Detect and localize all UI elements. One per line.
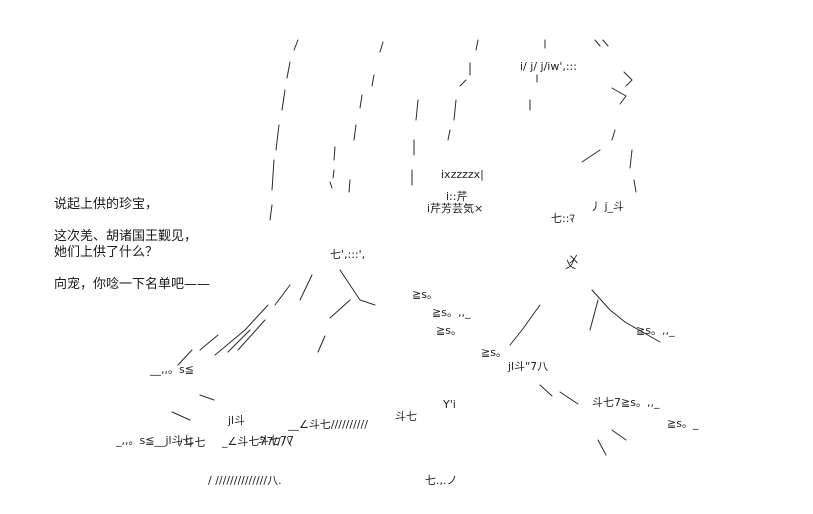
narration-line-1: 说起上供的珍宝，	[54, 197, 159, 212]
ascii-fragment: 斗七	[395, 410, 417, 423]
ascii-hair-strand	[611, 71, 633, 105]
ascii-cape-line	[317, 299, 351, 353]
ascii-fragment: _,,。s≦__jl斗七	[115, 434, 194, 447]
ascii-fragment: ≧s。	[436, 324, 462, 337]
ascii-hair-strand	[581, 129, 637, 193]
ascii-fragment: 七.,.ノ	[425, 474, 458, 487]
ascii-hair-strand	[411, 99, 419, 186]
ascii-fragment: ㄨ	[568, 253, 579, 266]
ascii-hair-strand	[329, 146, 336, 189]
ascii-fragment: 丿 j_斗	[590, 200, 624, 213]
ascii-fragment: ≧s。	[481, 346, 507, 359]
ascii-fragment: i/ j/ j/iw',:::	[520, 60, 577, 73]
ascii-fragment: i::芹	[446, 190, 467, 203]
ascii-cape-line	[177, 334, 219, 366]
ascii-fragment: jl斗	[227, 414, 245, 427]
ascii-hair-strand	[529, 39, 546, 111]
ascii-fragment: _∠斗七77//八	[221, 435, 292, 448]
ascii-fragment: ≧s。	[412, 288, 438, 301]
ascii-cape-line	[597, 429, 627, 456]
ascii-fragment: __,,。s≦	[149, 363, 194, 376]
ascii-art-glyphs: i/ j/ j/iw',::: ≧s。 斗七 jl斗 斗七77 七::ﾏ i芹芳…	[115, 60, 699, 487]
ascii-hair-strand	[348, 41, 384, 193]
ascii-cape-line	[591, 289, 661, 343]
ascii-fragment: 七',:::',	[330, 248, 365, 261]
ascii-fragment: Y'i	[442, 398, 456, 411]
ascii-art-strokes	[171, 39, 661, 456]
ascii-fragment: 斗七77	[258, 434, 294, 447]
ascii-cape-line	[274, 269, 376, 306]
ascii-hair-strand	[447, 39, 479, 141]
ascii-fragment: ixzzzzx|	[441, 168, 484, 181]
ascii-hair-strand	[269, 39, 299, 221]
ascii-cape-line	[509, 299, 599, 346]
ascii-hair-strand	[594, 39, 609, 47]
ascii-fragment: __∠斗七//////////	[287, 418, 368, 431]
narration-line-4: 向宠，你唸一下名单吧——	[54, 277, 211, 292]
ascii-fragment: ﾉ斗七	[178, 436, 206, 449]
ascii-fragment: / //////////////八.	[208, 474, 282, 487]
ascii-cape-line	[171, 394, 215, 421]
ascii-fragment: 七::ﾏ	[551, 212, 575, 225]
narration-line-2: 这次羌、胡诸国王觐见，	[54, 229, 198, 244]
ascii-fragment: ≧s。,,_	[432, 306, 471, 319]
ascii-cape-line	[214, 304, 269, 356]
ascii-fragment: jl斗"7八	[507, 360, 548, 373]
narration-line-3: 她们上供了什么？	[54, 245, 159, 260]
ascii-fragment: 斗七7≧s。,,_	[592, 396, 660, 409]
ascii-fragment: 乂	[565, 258, 576, 271]
ascii-cape-line	[539, 384, 579, 405]
ascii-fragment: i芹芳芸気×	[427, 201, 483, 215]
ascii-fragment: ≧s。,,_	[636, 324, 675, 337]
ascii-fragment: ≧s。_	[667, 417, 699, 430]
narration-text-block: 说起上供的珍宝， 这次羌、胡诸国王觐见， 她们上供了什么？ 向宠，你唸一下名单吧…	[54, 197, 284, 293]
